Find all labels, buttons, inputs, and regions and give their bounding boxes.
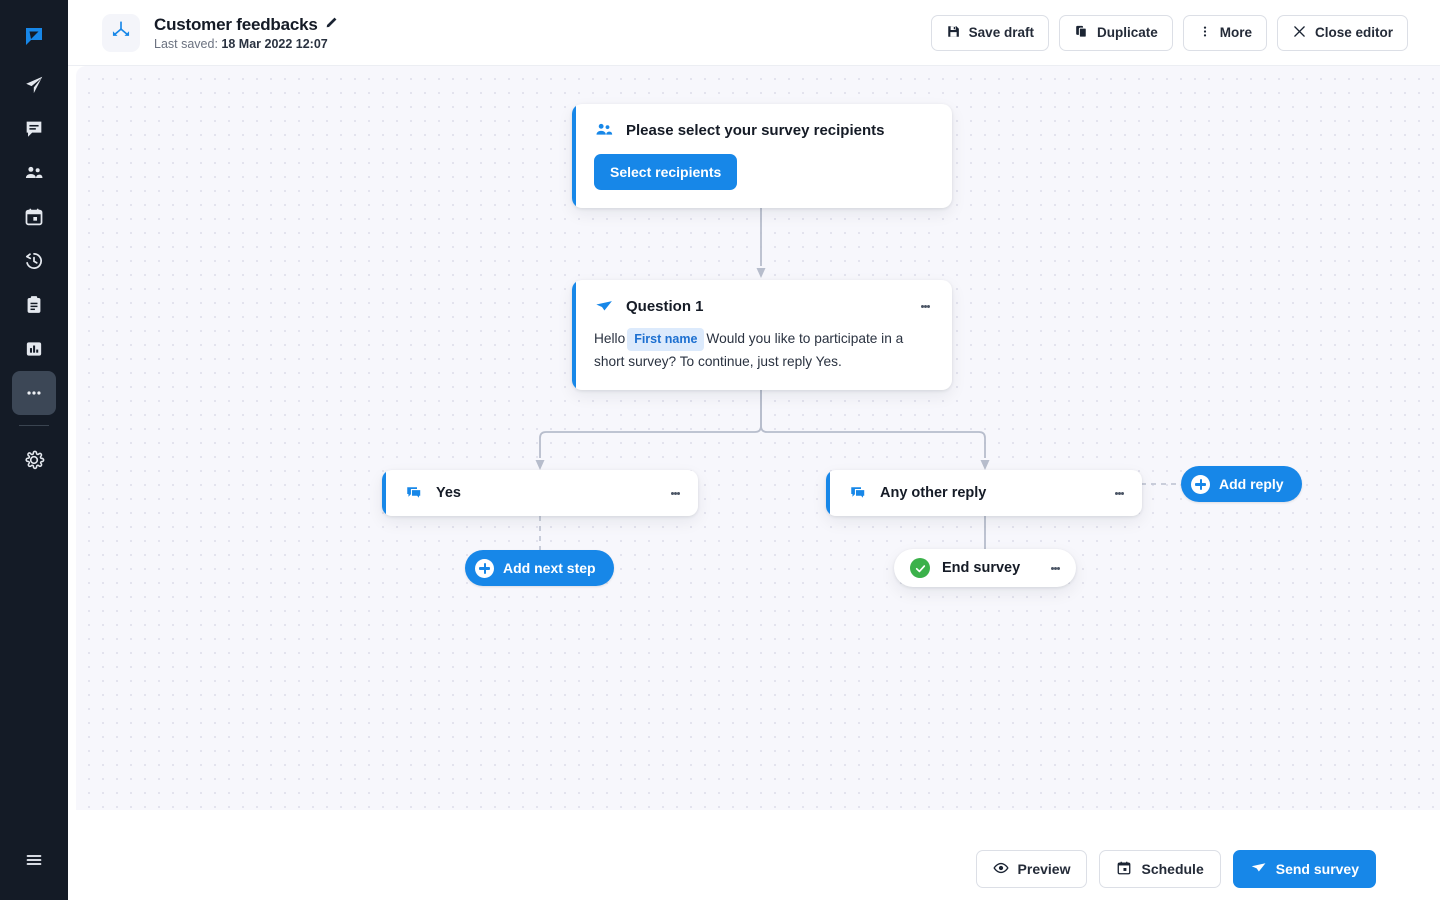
node-header: Any other reply (848, 483, 1128, 503)
duplicate-label: Duplicate (1096, 25, 1158, 40)
node-select-recipients[interactable]: Please select your survey recipients Sel… (572, 104, 952, 208)
clipboard-icon (23, 294, 45, 316)
paper-plane-icon (594, 296, 614, 316)
add-next-step-button[interactable]: Add next step (465, 550, 614, 586)
plus-circle-icon (1191, 474, 1210, 494)
canvas-wrapper: Please select your survey recipients Sel… (68, 66, 1440, 838)
node-header: Yes (404, 483, 684, 503)
kebab-vertical-icon (1198, 24, 1212, 42)
merge-tag-chip[interactable]: First name (627, 328, 705, 351)
sidebar-item-reports[interactable] (12, 327, 56, 371)
header-actions: Save draft Duplicate (930, 14, 1408, 51)
node-title: Please select your survey recipients (626, 121, 885, 139)
schedule-label: Schedule (1141, 861, 1204, 877)
sidebar-item-history[interactable] (12, 239, 56, 283)
close-editor-button[interactable]: Close editor (1276, 14, 1408, 51)
sidebar-item-logo[interactable] (12, 14, 56, 58)
sidebar-item-calendar[interactable] (12, 195, 56, 239)
title-block: Customer feedbacks Last saved: 18 Mar 20… (154, 15, 339, 51)
select-recipients-button[interactable]: Select recipients (594, 154, 738, 190)
close-x-icon (1292, 24, 1307, 42)
sidebar-item-campaigns[interactable] (12, 63, 56, 107)
send-survey-button[interactable]: Send survey (1232, 850, 1376, 888)
paper-plane-icon (23, 74, 45, 96)
sidebar-divider (19, 425, 49, 426)
add-reply-button[interactable]: Add reply (1181, 466, 1302, 502)
last-saved-text: Last saved: 18 Mar 2022 12:07 (154, 37, 339, 51)
editor-header: Customer feedbacks Last saved: 18 Mar 20… (68, 0, 1440, 66)
save-draft-button[interactable]: Save draft (930, 14, 1049, 51)
sidebar-collapse-button[interactable] (12, 838, 56, 882)
sidebar-item-contacts[interactable] (12, 151, 56, 195)
check-circle-icon (910, 558, 930, 578)
pencil-icon[interactable] (325, 15, 339, 34)
ellipsis-icon (23, 382, 45, 404)
kebab-vertical-icon[interactable] (666, 483, 684, 503)
question-body-post: Would you like to participate in a short… (594, 331, 904, 369)
page-title: Customer feedbacks (154, 14, 318, 34)
preview-label: Preview (1017, 861, 1071, 877)
close-editor-label: Close editor (1314, 25, 1393, 40)
sidebar-item-settings[interactable] (12, 438, 56, 482)
node-header: Please select your survey recipients (594, 120, 934, 140)
flow-canvas[interactable]: Please select your survey recipients Sel… (76, 66, 1440, 810)
node-title: Any other reply (880, 485, 987, 501)
save-draft-label: Save draft (968, 25, 1034, 40)
left-sidebar (0, 0, 68, 900)
title-row: Customer feedbacks (154, 15, 339, 35)
node-title: End survey (942, 560, 1021, 576)
node-reply-yes[interactable]: Yes (382, 470, 698, 516)
node-end-survey[interactable]: End survey (894, 549, 1076, 587)
eye-icon (992, 860, 1009, 879)
node-title: Yes (436, 485, 461, 501)
more-button[interactable]: More (1182, 14, 1267, 51)
sidebar-item-more[interactable] (12, 371, 56, 415)
chat-message-icon (848, 483, 868, 503)
history-clock-icon (23, 250, 45, 272)
sidebar-item-surveys[interactable] (12, 283, 56, 327)
people-icon (594, 120, 614, 140)
schedule-button[interactable]: Schedule (1099, 850, 1221, 888)
copy-icon (1074, 24, 1089, 42)
paper-plane-icon (1250, 859, 1267, 879)
sidebar-item-inbox[interactable] (12, 107, 56, 151)
node-actions: Select recipients (594, 154, 934, 190)
node-reply-any-other[interactable]: Any other reply (826, 470, 1142, 516)
chat-message-icon (404, 483, 424, 503)
question-body-pre: Hello (594, 331, 626, 346)
flow-branch-icon (110, 19, 132, 46)
hamburger-menu-icon (23, 849, 45, 871)
node-content: Any other reply (826, 470, 1142, 516)
document-icon-tile (102, 13, 140, 52)
calendar-icon (1116, 860, 1132, 879)
more-label: More (1219, 25, 1252, 40)
add-next-step-label: Add next step (503, 560, 596, 576)
duplicate-button[interactable]: Duplicate (1058, 14, 1173, 51)
gear-icon (23, 449, 45, 471)
node-content: Please select your survey recipients Sel… (572, 104, 952, 208)
people-icon (23, 162, 45, 184)
kebab-vertical-icon[interactable] (916, 296, 934, 316)
send-survey-label: Send survey (1275, 861, 1359, 877)
plus-circle-icon (475, 558, 494, 578)
node-header: Question 1 (594, 296, 934, 316)
kebab-vertical-icon[interactable] (1046, 558, 1064, 578)
add-reply-label: Add reply (1219, 476, 1284, 492)
preview-button[interactable]: Preview (975, 850, 1088, 888)
speech-bubble-logo-icon (22, 24, 46, 48)
kebab-vertical-icon[interactable] (1110, 483, 1128, 503)
calendar-icon (23, 206, 45, 228)
chat-message-icon (23, 118, 45, 140)
last-saved-value: 18 Mar 2022 12:07 (221, 36, 328, 51)
node-title: Question 1 (626, 297, 704, 315)
node-content: Yes (382, 470, 698, 516)
editor-footer: Preview Schedule (68, 838, 1440, 900)
bar-chart-icon (23, 338, 45, 360)
main-pane: Customer feedbacks Last saved: 18 Mar 20… (68, 0, 1440, 900)
floppy-disk-icon (946, 24, 961, 42)
last-saved-label: Last saved: (154, 36, 218, 51)
